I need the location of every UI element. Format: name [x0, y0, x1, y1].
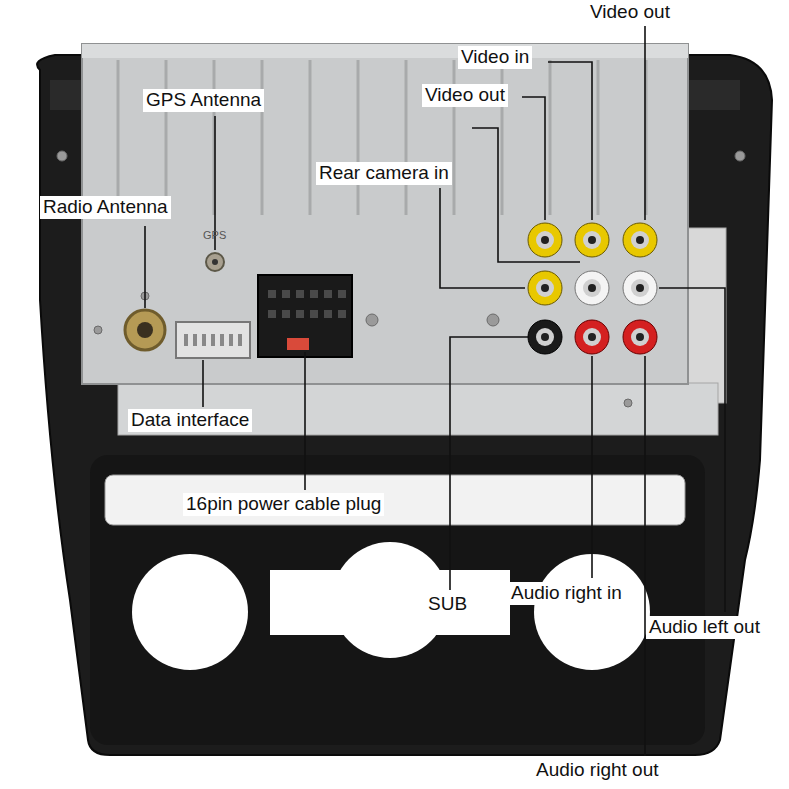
lower-panel [90, 455, 705, 745]
part-label: Radio Antenna [40, 196, 171, 219]
port-label: Audio left out [646, 616, 763, 639]
data-connector [176, 322, 250, 358]
metal-chassis [82, 44, 688, 384]
data-pins [184, 334, 242, 346]
center-slot [270, 570, 510, 635]
knob-hole [132, 554, 248, 670]
radio-antenna-socket [137, 322, 153, 338]
port-label: Rear camera in [316, 162, 452, 185]
gps-socket [212, 259, 218, 265]
screw [57, 151, 745, 407]
chassis-fins [118, 60, 646, 215]
fuse [287, 338, 309, 350]
lower-plate [118, 383, 718, 435]
port-label: SUB [425, 593, 470, 616]
rca-jack [528, 223, 657, 354]
leader-line [145, 26, 725, 756]
port-label: Audio right out [533, 759, 662, 782]
side-bracket [686, 228, 726, 403]
trim-slot [105, 475, 685, 525]
port-label: Audio right in [508, 582, 625, 605]
printed-mark: GPS [203, 229, 226, 242]
power-connector [258, 275, 352, 357]
gps-socket [206, 253, 224, 271]
part-label: GPS Antenna [143, 89, 264, 112]
port-label: Video out [422, 84, 508, 107]
radio-antenna-socket [125, 310, 165, 350]
port-label: Video in [458, 46, 532, 69]
power-pins [268, 290, 346, 318]
port-label: Video out [587, 1, 673, 24]
part-label: 16pin power cable plug [183, 493, 384, 516]
chassis-edge [82, 44, 688, 58]
part-label: Data interface [128, 409, 252, 432]
